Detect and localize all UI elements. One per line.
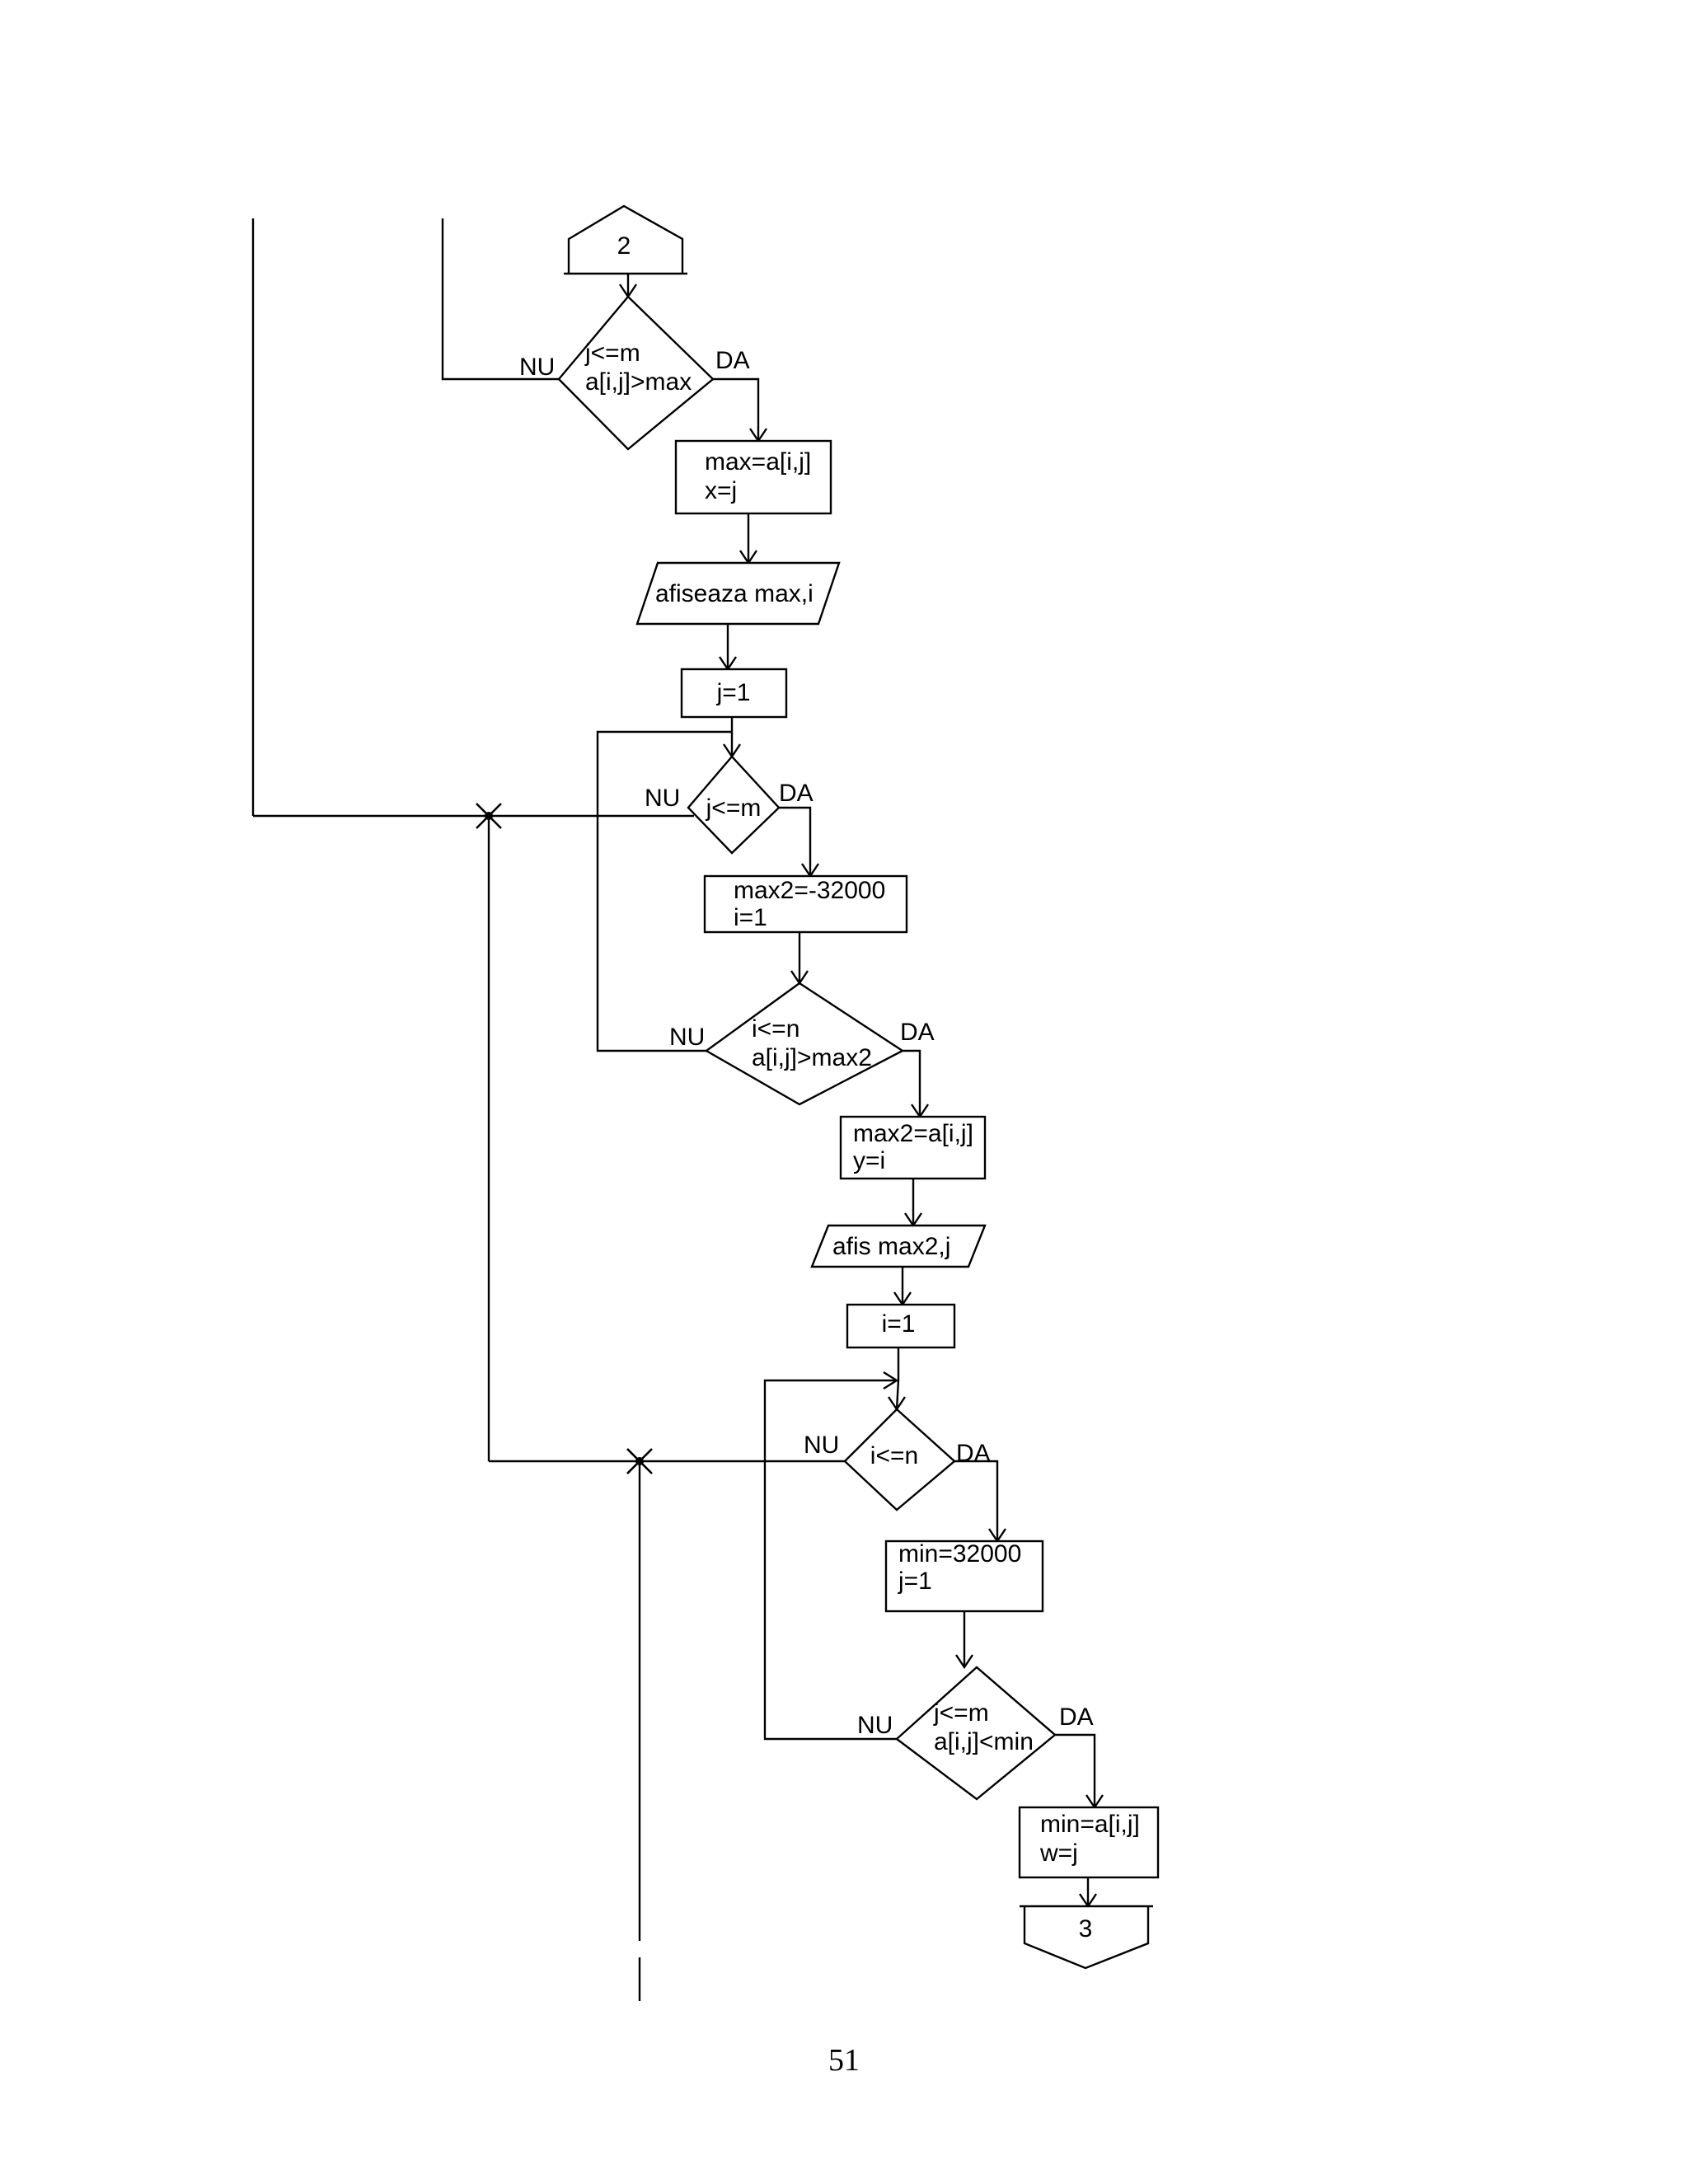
decision-5-line1: j<=m [933,1699,989,1727]
process-4: max2=a[i,j] y=i [839,1115,987,1180]
process-2-text: j=1 [716,679,751,706]
output-2: afis max2,j [810,1224,987,1268]
edge-decision1-yes [713,377,760,441]
decision-4-text: i<=n [870,1442,918,1469]
decision-1-line1: j<=m [584,340,640,367]
junction-marker-2 [626,1448,653,1474]
process-6: min=32000 j=1 [884,1540,1044,1613]
decision-3-no-label: NU [669,1024,705,1051]
decision-2-text: j<=m [706,794,762,822]
decision-5-line2: a[i,j]<min [934,1728,1034,1755]
decision-4-no-label: NU [804,1432,839,1459]
process-3: max2=-32000 i=1 [703,874,908,934]
decision-2-no-label: NU [645,785,680,812]
decision-1-yes-label: DA [715,347,750,374]
process-1-line1: max=a[i,j] [705,448,811,476]
process-4-line1: max2=a[i,j] [853,1120,973,1147]
arrow-icon [883,1371,899,1390]
decision-2: j<=m NU DA [645,755,814,855]
connector-3: 3 [1020,1905,1153,1970]
decision-5-yes-label: DA [1059,1704,1094,1731]
decision-5: j<=m a[i,j]<min NU DA [857,1666,1094,1801]
process-3-line1: max2=-32000 [734,877,885,904]
decision-4: i<=n NU DA [804,1408,991,1511]
process-7: min=a[i,j] w=j [1018,1806,1160,1879]
decision1-no-branch [441,218,559,381]
edge-decision3-yes [903,1049,921,1117]
decision-1-no-label: NU [519,354,555,381]
process-7-line2: w=j [1039,1840,1078,1867]
output-2-text: afis max2,j [832,1233,950,1260]
edge-decision4-yes [954,1460,999,1541]
process-1-line2: x=j [705,477,737,504]
connector-2: 2 [564,204,687,275]
process-2: j=1 [680,668,788,719]
page-number: 51 [828,2043,860,2078]
process-3-line2: i=1 [734,904,767,931]
process-6-line1: min=32000 [898,1540,1021,1568]
process-4-line2: y=i [853,1147,885,1174]
process-7-line1: min=a[i,j] [1040,1811,1140,1838]
connector-3-label: 3 [1079,1915,1093,1943]
decision-3-yes-label: DA [900,1019,935,1046]
decision-2-yes-label: DA [779,780,814,807]
loop-back-line-1 [596,730,732,1052]
process-6-line2: j=1 [898,1568,932,1595]
edge-decision2-yes [779,806,812,876]
decision-3-line2: a[i,j]>max2 [752,1044,872,1071]
edge-process5-decision4 [895,1347,900,1410]
process-1: max=a[i,j] x=j [674,439,832,515]
decision-1: j<=m a[i,j]>max NU DA [519,295,750,451]
arrow-icon [955,1654,973,1670]
output-1-text: afiseaza max,i [655,580,814,607]
process-5: i=1 [846,1303,956,1349]
decision-1-line2: a[i,j]>max [585,368,692,396]
process-5-text: i=1 [882,1310,916,1338]
decision-5-no-label: NU [857,1712,893,1739]
output-1: afiseaza max,i [635,561,841,626]
connector-2-label: 2 [617,232,631,260]
junction-marker-1 [476,803,502,829]
edge-decision5-yes [1055,1733,1096,1807]
loop-back-line-2 [763,1379,897,1741]
decision-3: i<=n a[i,j]>max2 NU DA [669,982,935,1106]
decision-3-line1: i<=n [752,1015,799,1043]
decision-4-yes-label: DA [956,1440,991,1467]
